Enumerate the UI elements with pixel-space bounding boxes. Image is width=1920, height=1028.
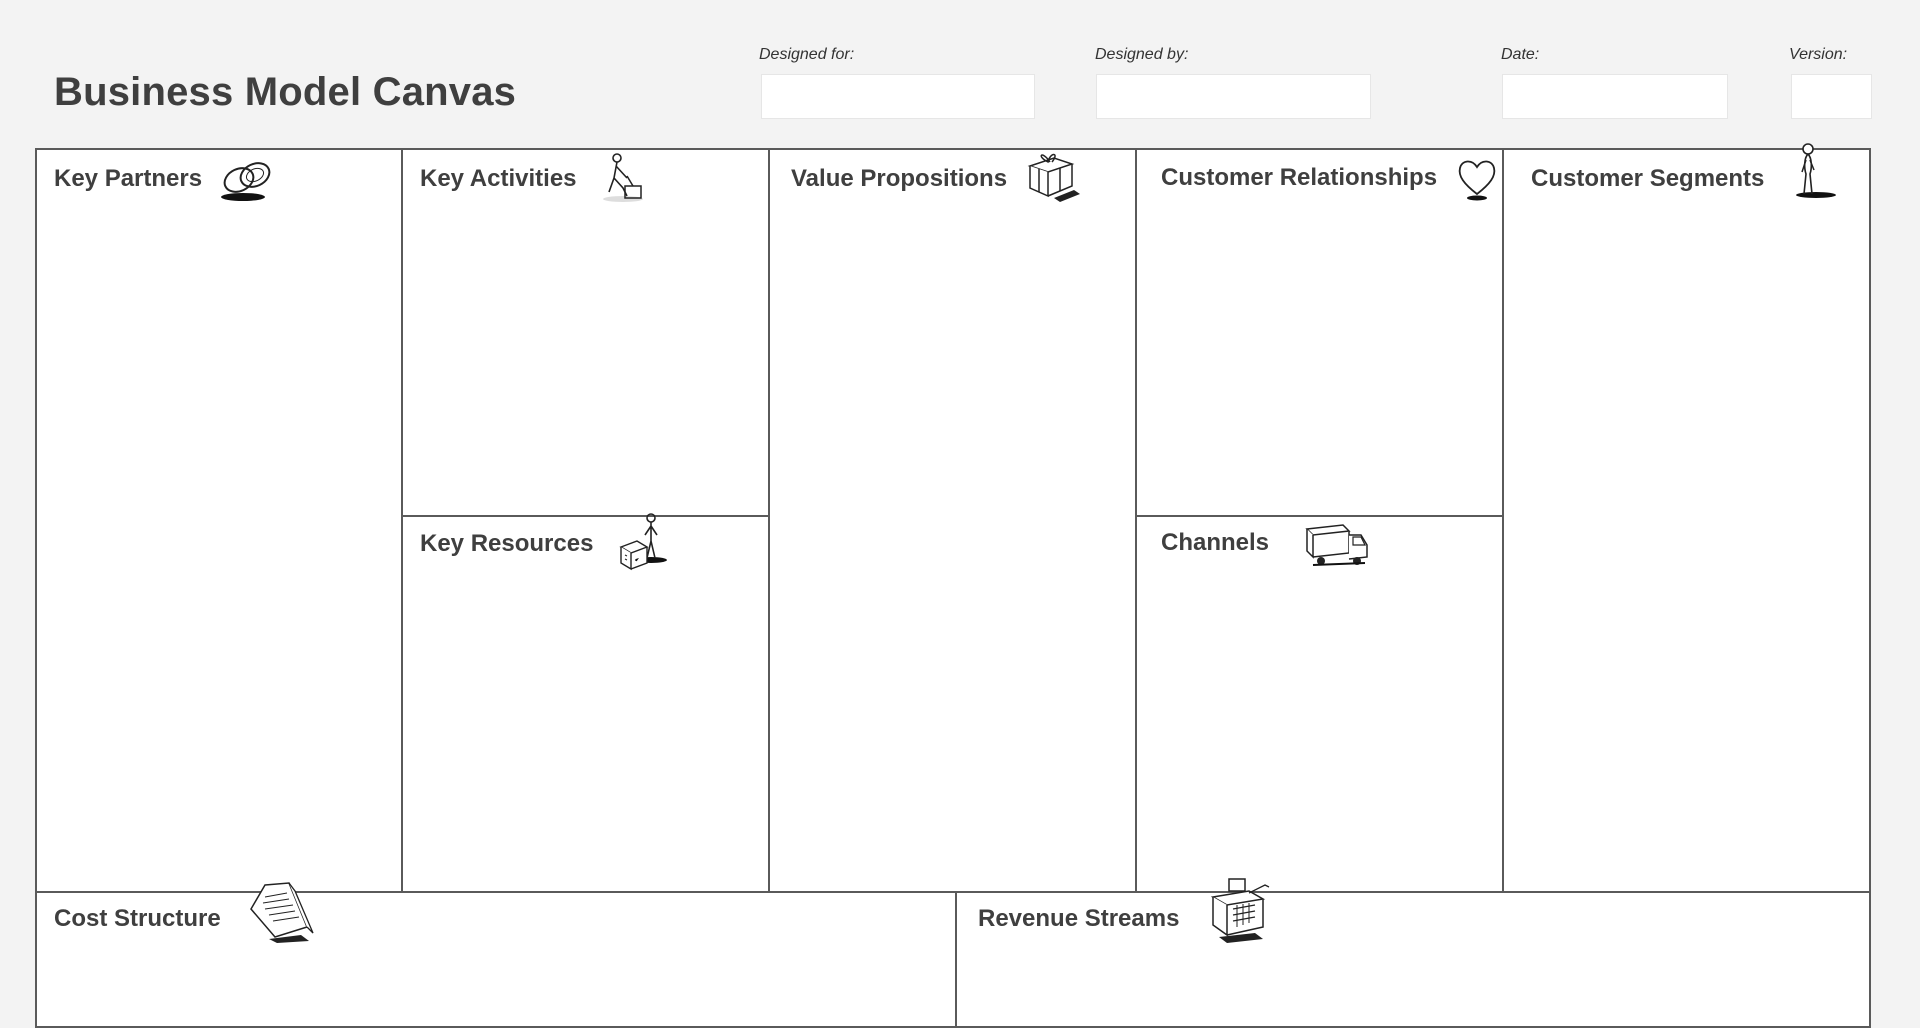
customer-segments-label: Customer Segments (1531, 165, 1765, 192)
gift-icon (1024, 148, 1084, 204)
designed-for-field[interactable] (761, 74, 1035, 119)
cost-structure-block[interactable]: Cost Structure (37, 882, 957, 1026)
key-resources-label: Key Resources (420, 530, 594, 557)
version-label: Version: (1789, 46, 1848, 63)
key-activities-block[interactable]: Key Activities (403, 150, 770, 517)
page-title: Business Model Canvas (54, 70, 517, 114)
value-propositions-block[interactable]: Value Propositions (770, 150, 1137, 893)
channels-label: Channels (1161, 529, 1270, 556)
chain-links-icon (217, 156, 279, 204)
date-field[interactable] (1502, 74, 1728, 119)
version-field[interactable] (1791, 74, 1872, 119)
key-resources-block[interactable]: Key Resources (403, 513, 770, 893)
heart-icon (1456, 156, 1498, 202)
key-partners-block[interactable]: Key Partners (37, 150, 403, 893)
customer-relationships-label: Customer Relationships (1161, 164, 1438, 191)
value-propositions-label: Value Propositions (791, 165, 1008, 192)
key-partners-label: Key Partners (54, 165, 203, 192)
worker-icon (597, 152, 649, 204)
revenue-streams-label: Revenue Streams (978, 905, 1180, 932)
truck-icon (1303, 521, 1369, 573)
cash-register-icon (1209, 875, 1273, 945)
price-tag-icon (249, 881, 319, 945)
designed-by-field[interactable] (1096, 74, 1371, 119)
channels-block[interactable]: Channels (1137, 517, 1504, 893)
worker-with-boxes-icon (617, 511, 673, 577)
business-model-canvas: Key Partners Key Activities Key Re (35, 143, 1871, 1028)
customer-segments-block[interactable]: Customer Segments (1504, 143, 1871, 893)
key-activities-label: Key Activities (420, 165, 577, 192)
revenue-streams-block[interactable]: Revenue Streams (957, 878, 1871, 1026)
date-label: Date: (1501, 46, 1540, 63)
designed-for-label: Designed for: (759, 46, 855, 63)
cost-structure-label: Cost Structure (54, 905, 221, 932)
customer-relationships-block[interactable]: Customer Relationships (1137, 150, 1504, 517)
person-icon (1794, 142, 1842, 200)
designed-by-label: Designed by: (1095, 46, 1189, 63)
